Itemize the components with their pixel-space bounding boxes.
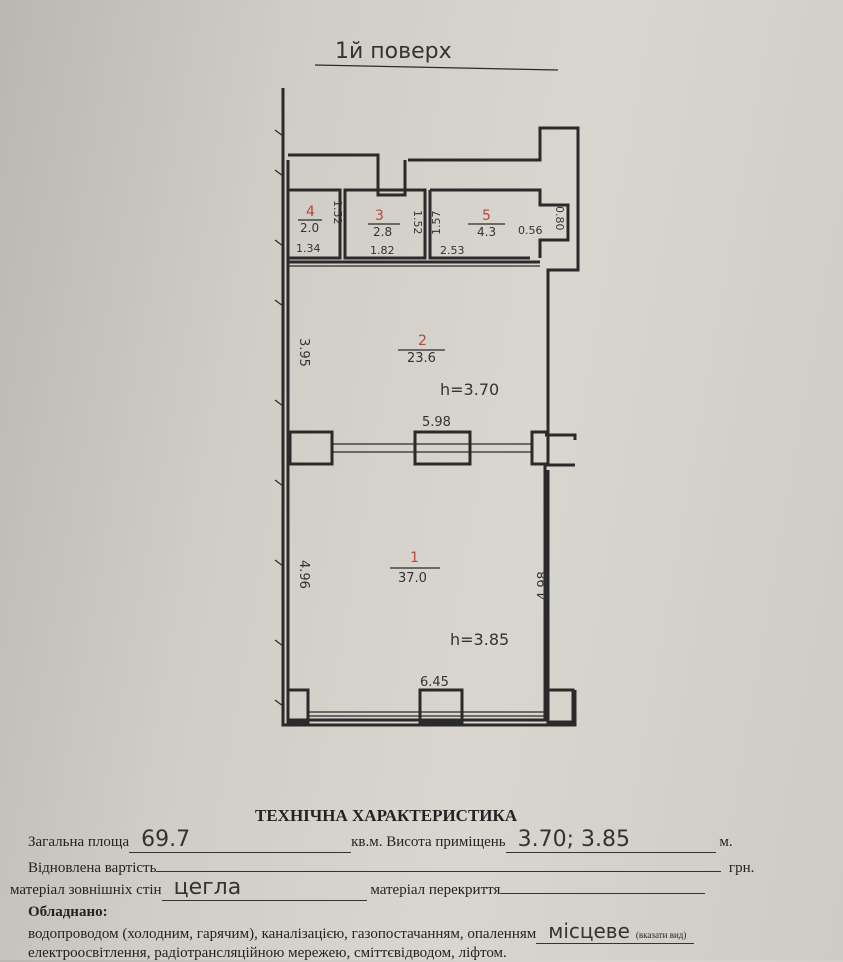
svg-text:1.52: 1.52 [331, 200, 344, 225]
walls-value: цегла [173, 875, 242, 900]
utilities-text-1: водопроводом (холодним, гарячим), каналі… [28, 926, 537, 942]
title-underline [314, 64, 559, 71]
equipped-label: Обладнано: [28, 904, 108, 920]
walls [274, 88, 580, 727]
svg-text:4.3: 4.3 [477, 225, 496, 239]
svg-text:5.98: 5.98 [422, 415, 451, 430]
svg-text:1.82: 1.82 [370, 244, 395, 257]
heating-value: місцеве [548, 919, 630, 943]
svg-text:37.0: 37.0 [398, 571, 427, 586]
floor-title: 1й поверх [335, 39, 452, 64]
height-value: 3.70; 3.85 [517, 827, 631, 852]
svg-text:6.45: 6.45 [420, 675, 449, 690]
room-1: 1 37.0 h=3.85 [390, 550, 509, 649]
form-heading: ТЕХНІЧНА ХАРАКТЕРИСТИКА [255, 806, 518, 825]
room-4: 4 2.0 [298, 204, 322, 235]
svg-text:2: 2 [418, 333, 427, 349]
svg-text:0.56: 0.56 [518, 224, 543, 237]
svg-text:1.57: 1.57 [430, 211, 443, 236]
restored-cost-label: Відновлена вартість [28, 860, 157, 876]
walls-label: матеріал зовнішніх стін [10, 882, 162, 898]
svg-text:1: 1 [410, 550, 419, 566]
total-area-row: Загальна площа 69.7 кв.м. Висота приміщень… [28, 827, 733, 854]
svg-text:0.80: 0.80 [553, 206, 566, 231]
svg-text:5: 5 [482, 208, 491, 224]
svg-text:4.98: 4.98 [536, 571, 551, 600]
svg-text:h=3.85: h=3.85 [450, 630, 509, 649]
room-2: 2 23.6 h=3.70 [398, 333, 499, 399]
walls-row: матеріал зовнішніх стін цегла матеріал пе… [10, 875, 706, 902]
svg-text:4.96: 4.96 [296, 560, 311, 589]
utilities-line-2: електроосвітлення, радіотрансляційною ме… [28, 945, 507, 961]
svg-text:3.95: 3.95 [296, 338, 311, 367]
svg-text:2.53: 2.53 [440, 244, 465, 257]
svg-text:2.8: 2.8 [373, 225, 392, 239]
svg-text:2.0: 2.0 [300, 221, 319, 235]
svg-text:4: 4 [306, 204, 315, 220]
height-unit: м. [719, 834, 733, 850]
floor-plan: 1й поверх 4 2.0 3 2.8 5 4.3 2 [274, 39, 580, 727]
restored-cost-row: Відновлена вартість грн. [28, 858, 754, 877]
heating-hint: (вказати вид) [635, 930, 687, 940]
svg-text:h=3.70: h=3.70 [440, 380, 499, 399]
currency-label: грн. [728, 860, 755, 876]
floors-label: матеріал перекриття [370, 882, 501, 898]
total-area-value: 69.7 [141, 827, 191, 852]
dimensions: 1.34 1.82 2.53 0.56 1.52 1.52 1.57 0.80 … [296, 200, 566, 690]
svg-text:23.6: 23.6 [407, 351, 436, 366]
svg-text:3: 3 [375, 208, 384, 224]
room-5: 5 4.3 [468, 208, 505, 239]
svg-text:1.34: 1.34 [296, 242, 321, 255]
room-3: 3 2.8 [368, 208, 400, 239]
total-area-label: Загальна площа [28, 834, 130, 850]
svg-text:1.52: 1.52 [411, 210, 424, 235]
utilities-line-1: водопроводом (холодним, гарячим), каналі… [28, 919, 695, 945]
height-label: кв.м. Висота приміщень [351, 834, 506, 850]
